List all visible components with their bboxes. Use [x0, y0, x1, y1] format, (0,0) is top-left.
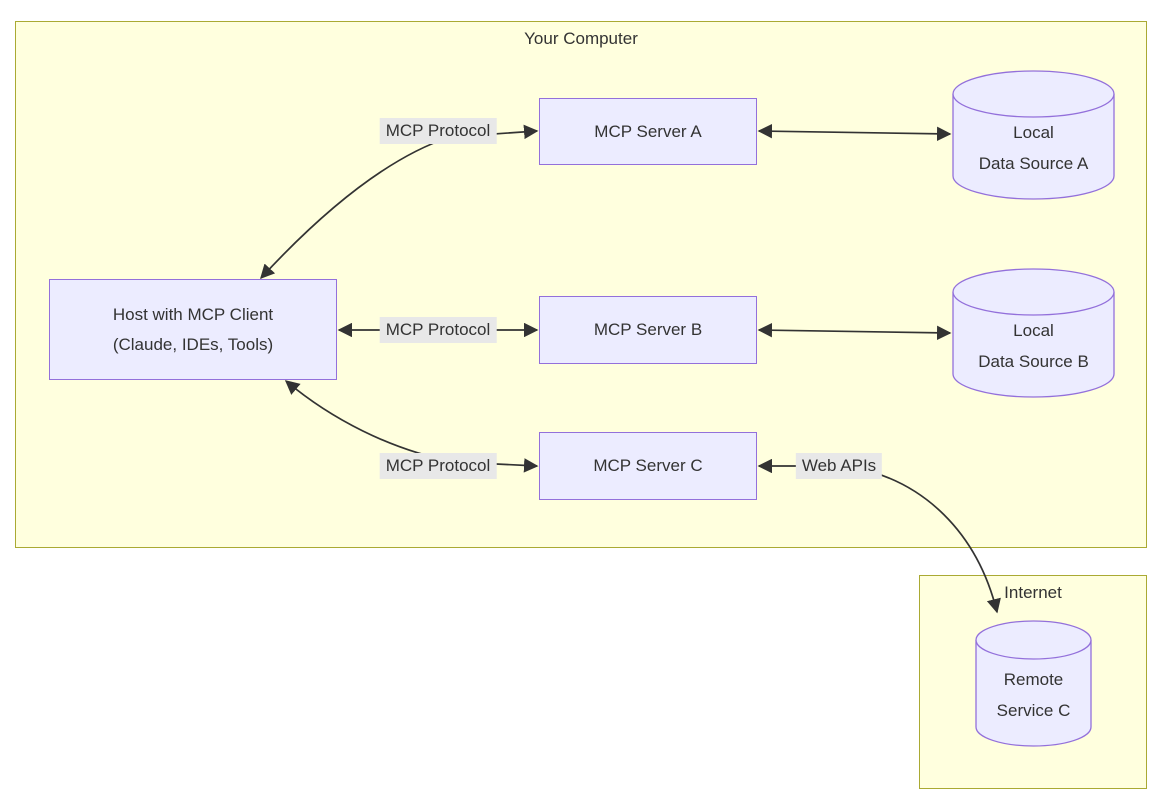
- label-line2: Data Source A: [978, 154, 1089, 173]
- node-host: Host with MCP Client (Claude, IDEs, Tool…: [49, 279, 337, 380]
- edge-label-mcp-protocol-c: MCP Protocol: [379, 453, 497, 479]
- node-mcp-server-c: MCP Server C: [539, 432, 757, 500]
- edge-label-web-apis: Web APIs: [795, 453, 883, 479]
- node-mcp-server-b-label: MCP Server B: [593, 320, 703, 339]
- node-local-data-source-a: Local Data Source A: [952, 70, 1115, 200]
- label-line1: Local: [1013, 123, 1054, 142]
- node-local-data-source-b: Local Data Source B: [952, 268, 1115, 398]
- node-mcp-server-b: MCP Server B: [539, 296, 757, 364]
- node-host-label-line2: (Claude, IDEs, Tools): [112, 334, 274, 354]
- cylinder-icon: [975, 620, 1092, 747]
- label-line2: Service C: [996, 700, 1071, 720]
- label-line1: Local: [1013, 321, 1054, 340]
- edge-label-mcp-protocol-b: MCP Protocol: [379, 317, 497, 343]
- subgraph-internet-title: Internet: [1004, 583, 1062, 602]
- node-mcp-server-a: MCP Server A: [539, 98, 757, 165]
- node-remote-service-c: Remote Service C: [975, 620, 1092, 747]
- cylinder-icon: [952, 268, 1115, 398]
- label-line2: Data Source B: [978, 352, 1089, 371]
- cylinder-icon: [952, 70, 1115, 200]
- node-remote-service-c-label: Remote Service C: [975, 620, 1092, 747]
- subgraph-your-computer-title: Your Computer: [524, 29, 638, 48]
- node-host-label-line1: Host with MCP Client: [112, 304, 274, 324]
- label-line1: Remote: [1003, 669, 1064, 689]
- node-local-data-source-a-label: Local Data Source A: [952, 70, 1115, 200]
- edge-label-mcp-protocol-a: MCP Protocol: [379, 118, 497, 144]
- node-mcp-server-a-label: MCP Server A: [594, 121, 702, 141]
- node-local-data-source-b-label: Local Data Source B: [952, 268, 1115, 398]
- node-mcp-server-c-label: MCP Server C: [593, 456, 703, 475]
